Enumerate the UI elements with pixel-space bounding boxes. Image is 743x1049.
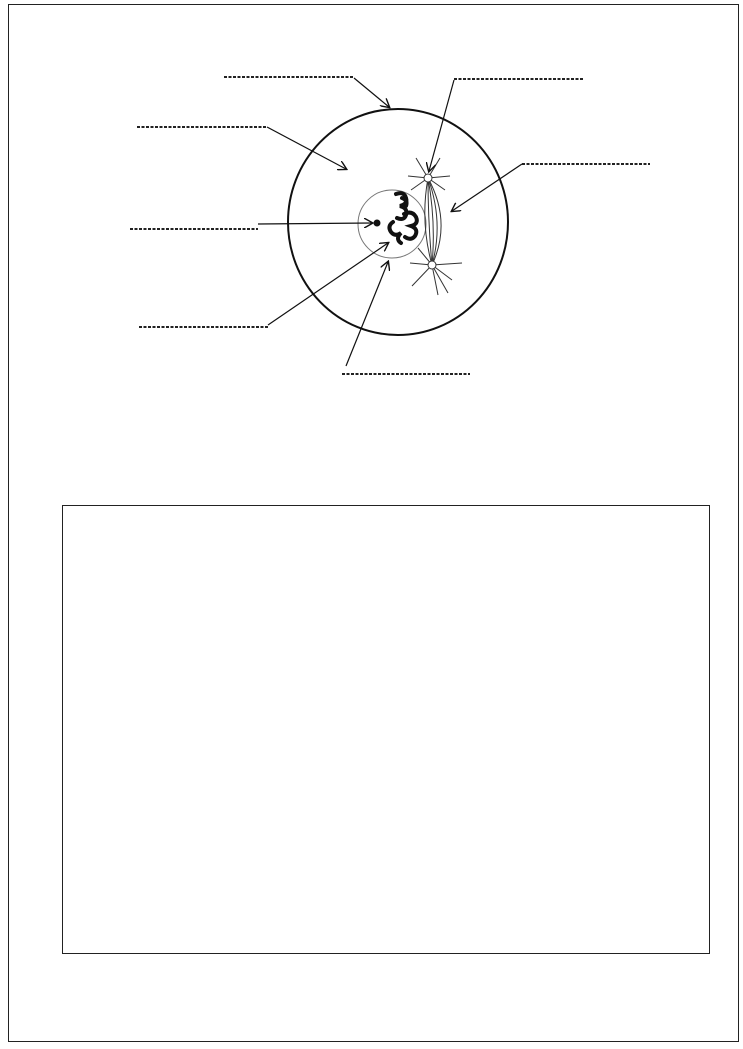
centrosome-top (424, 174, 432, 182)
arrow-cell-membrane (354, 78, 389, 107)
nucleolus (374, 220, 381, 227)
arrow-nucleolus (258, 223, 372, 224)
arrow-chromatin (268, 243, 388, 325)
cell-membrane (288, 109, 508, 335)
spindle-apparatus (408, 158, 462, 295)
centrosome-bottom (428, 261, 436, 269)
arrow-cytoplasm (267, 127, 346, 169)
cell-diagram (0, 0, 743, 420)
chromatin (389, 193, 416, 243)
arrow-centrosome (429, 80, 454, 171)
arrow-spindle-fibers (452, 164, 522, 211)
arrow-nuclear-envelope (346, 262, 388, 366)
answer-box[interactable] (62, 505, 710, 954)
